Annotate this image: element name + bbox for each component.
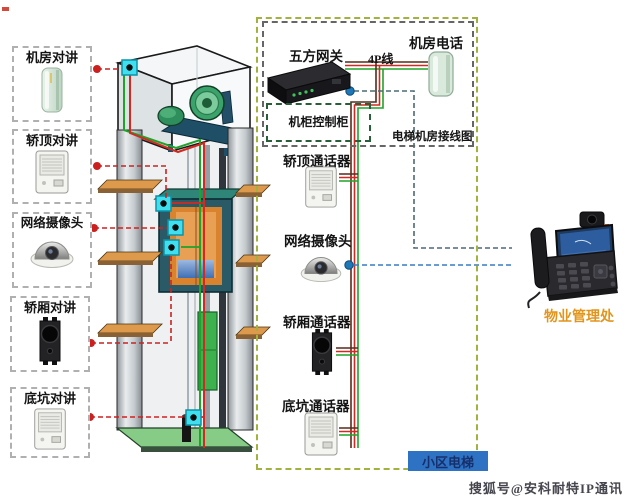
floor-slabs: [97, 179, 271, 339]
dome-camera-icon: [30, 241, 74, 268]
community-elevator-badge: 小区电梯: [408, 451, 488, 471]
wiring-caption: 电梯机房接线图: [392, 131, 473, 143]
callout-label: 轿顶对讲: [25, 133, 78, 148]
callout-label: 轿厢对讲: [23, 300, 76, 315]
machine-phone-label: 机房电话: [409, 36, 463, 51]
callout-label: 网络摄像头: [20, 216, 84, 230]
pit-buffer: [182, 416, 191, 442]
white-intercom-icon: [305, 166, 337, 208]
counterweight: [197, 311, 218, 391]
car-top-talker-label: 轿顶通话器: [283, 154, 351, 169]
white-intercom-icon: [34, 408, 66, 450]
device-markers: [121, 59, 202, 426]
wire-4p-label: 4P线: [368, 52, 394, 66]
pit: [115, 414, 254, 452]
cabinet-label: 机柜控制柜: [288, 114, 349, 129]
property-office-caption: 物业管理处: [544, 310, 614, 325]
white-intercom-icon: [304, 412, 338, 456]
callout-label: 机房对讲: [25, 50, 78, 65]
machine-room-wiring-box: [262, 21, 474, 147]
community-elevator-box: [256, 17, 478, 470]
black-intercom-icon: [311, 329, 333, 375]
pit-talker-label: 底坑通话器: [282, 399, 350, 414]
corner-mark: [2, 7, 9, 11]
watermark: 搜狐号@安科耐特IP通讯: [468, 481, 623, 496]
network-camera-label: 网络摄像头: [284, 234, 352, 249]
callout-network-camera: 网络摄像头: [12, 212, 92, 288]
machine-room-phone-icon: [428, 51, 454, 97]
elevator-car: [153, 188, 245, 293]
car-talker-label: 轿厢通话器: [283, 315, 351, 330]
wall-intercom-green-icon: [41, 67, 63, 113]
black-intercom-icon: [39, 317, 61, 366]
gateway-device-icon: [266, 61, 352, 105]
callout-connectors: [90, 68, 185, 418]
dome-camera-icon: [300, 257, 342, 283]
callout-label: 底坑对讲: [23, 391, 76, 406]
callout-car-top-intercom: 轿顶对讲: [12, 129, 92, 204]
network-links: [354, 90, 512, 266]
callout-car-intercom: 轿厢对讲: [10, 296, 90, 372]
ip-phone-icon: [527, 211, 618, 309]
cabinet-control-box: 机柜控制柜: [266, 103, 371, 142]
traction-machine: [157, 85, 254, 156]
callout-pit-intercom: 底坑对讲: [10, 387, 90, 458]
callout-machine-room-intercom: 机房对讲: [12, 46, 92, 122]
shaft-wiring: [123, 68, 205, 448]
white-intercom-icon: [35, 150, 69, 194]
camera-node-dot: [344, 260, 354, 270]
gateway-label: 五方网关: [289, 49, 343, 64]
